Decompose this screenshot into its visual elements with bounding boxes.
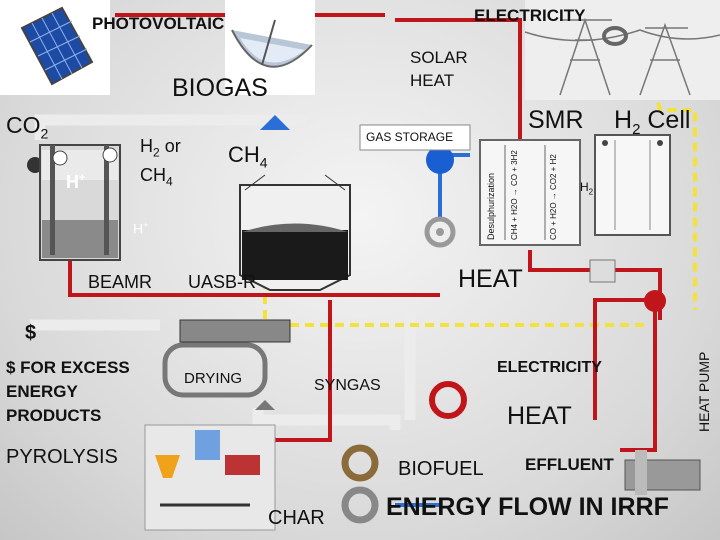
power-tower-icon: [524, 0, 720, 100]
gas-storage-box: [359, 124, 471, 151]
h-plus-left-sup: +: [79, 172, 86, 184]
h2-cell-label: H2 Cell: [614, 106, 690, 138]
photovoltaic-label: PHOTOVOLTAIC: [92, 14, 225, 33]
excess-line-3: PRODUCTS: [6, 406, 102, 425]
solar-heat-label-2: HEAT: [410, 71, 455, 90]
or-text: or: [164, 136, 181, 156]
co2-label: CO2: [6, 112, 48, 142]
yellow-flow-electric: [638, 29, 697, 310]
red-flow-heat-low: [593, 298, 655, 420]
co2-text: CO: [6, 112, 41, 138]
ch4-text-small: CH: [140, 164, 166, 185]
smr-reactor: [479, 139, 581, 246]
ch4-sub: 4: [259, 154, 268, 171]
smr-h2-text: H: [580, 180, 589, 194]
red-flow-heatpump: [620, 300, 657, 452]
energy-flow-title: ENERGY FLOW IN IRRF: [386, 493, 669, 521]
smr-stage-2: CH4 + H2O → CO + 3H2: [510, 150, 519, 240]
red-flow-beamr: [68, 260, 440, 297]
gray-flow-syngas: [252, 408, 401, 430]
solar-panel-icon: [0, 0, 110, 95]
beamr-label: BEAMR: [88, 272, 153, 292]
drying-label: DRYING: [184, 370, 243, 387]
h2-cell-word: Cell: [647, 106, 691, 134]
excess-line-2: ENERGY: [6, 382, 78, 401]
smr-label: SMR: [528, 106, 584, 134]
h2-sub: 2: [153, 145, 160, 160]
solar-dish-icon: [225, 0, 315, 95]
heat-mid-label: HEAT: [458, 265, 523, 293]
pyrolysis-unit: [144, 424, 276, 531]
uasb-label: UASB-R: [188, 272, 257, 292]
dollar-label: $: [25, 322, 37, 344]
heat-low-label: HEAT: [507, 402, 572, 430]
ch4-text: CH: [228, 142, 260, 167]
h2-cell-h: H: [614, 106, 633, 134]
smr-h2-label: H2: [580, 180, 593, 196]
excess-line-1: $ FOR EXCESS: [6, 358, 130, 377]
smr-stage-3: CO + H2O → CO2 + H2: [549, 154, 558, 240]
ch4-sub-small: 4: [166, 174, 173, 189]
pyrolysis-label: PYROLYSIS: [6, 446, 118, 468]
h-plus-mid-h: H: [133, 220, 144, 237]
h2-cell: [594, 134, 671, 236]
beamr-reactor: [39, 144, 121, 261]
heat-pump-label: HEAT PUMP: [696, 351, 712, 432]
smr-h2-sub: 2: [588, 187, 594, 197]
co2-sub: 2: [40, 125, 49, 142]
h2-or-ch4-label: H2 or CH4: [140, 135, 181, 192]
red-flow-smr: [395, 18, 522, 140]
electricity-mid-label: ELECTRICITY: [497, 359, 602, 376]
biogas-label: BIOGAS: [172, 74, 268, 102]
effluent-label: EFFLUENT: [525, 455, 614, 474]
drying-unit: [162, 319, 291, 398]
gray-flow-co2: [34, 114, 306, 140]
h-plus-left: H+: [66, 172, 85, 193]
electricity-top-label: ELECTRICITY: [474, 6, 586, 25]
syngas-label: SYNGAS: [314, 377, 381, 394]
ch4-label: CH4: [228, 142, 268, 170]
red-flow-pyrolysis: [250, 300, 332, 442]
h-plus-mid-sup: +: [143, 220, 149, 230]
h2-text: H: [140, 136, 153, 156]
h-plus-left-h: H: [66, 172, 79, 192]
char-label: CHAR: [268, 507, 325, 529]
h-plus-mid: H+: [133, 220, 148, 237]
smr-stage-1: Desulphurization: [486, 172, 496, 240]
biofuel-label: BIOFUEL: [398, 458, 484, 480]
gas-storage-label: GAS STORAGE: [366, 130, 454, 144]
uasb-reactor: [239, 174, 351, 291]
h2-cell-sub: 2: [632, 121, 641, 138]
heat-pump-unit: [589, 259, 701, 495]
solar-heat-label-1: SOLAR: [410, 48, 468, 67]
